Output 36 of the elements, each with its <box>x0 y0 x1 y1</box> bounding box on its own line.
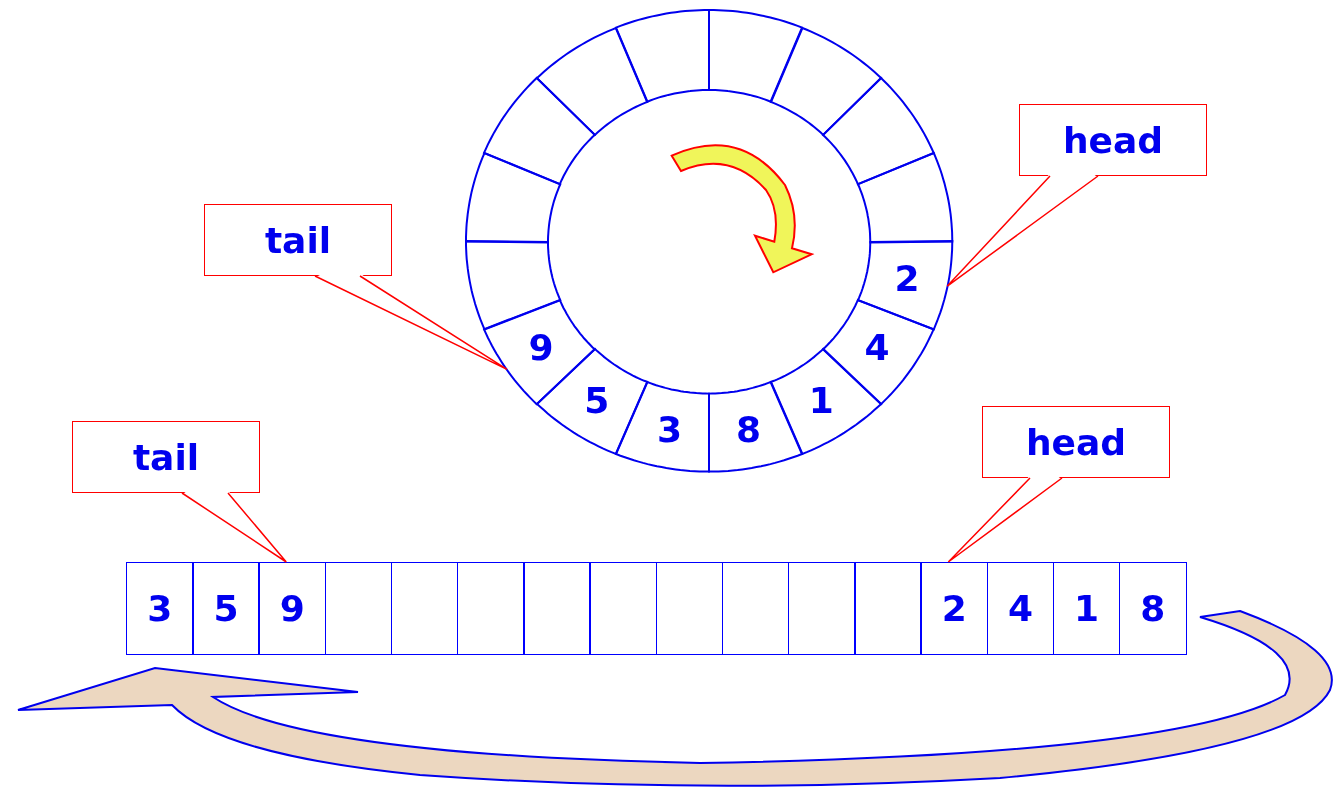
array-cell <box>523 562 591 655</box>
ring-slot <box>466 152 561 242</box>
array-cell <box>854 562 922 655</box>
callout-label: head <box>982 406 1170 478</box>
callout-label: tail <box>72 421 260 493</box>
ring-slot <box>616 10 709 102</box>
ring-slot <box>857 152 952 242</box>
callout-pointer <box>314 275 508 371</box>
ring-slot: 3 <box>616 382 709 472</box>
array-cell <box>721 562 790 655</box>
callout-pointer <box>946 175 1099 287</box>
array-cell <box>589 562 658 655</box>
callout-label: tail <box>204 204 392 276</box>
ring-slot <box>466 241 561 330</box>
callout-pointer <box>947 477 1063 563</box>
ring-slot <box>484 77 596 184</box>
array-cell: 4 <box>986 562 1055 655</box>
array-cell: 1 <box>1052 562 1121 655</box>
array-cell <box>655 562 724 655</box>
callout-label: head <box>1019 104 1207 176</box>
array-cell: 3 <box>126 562 194 655</box>
ring-slot: 8 <box>709 382 802 472</box>
ring-slot: 2 <box>857 241 952 330</box>
callout-pointer <box>181 492 288 563</box>
array-cell <box>457 562 525 655</box>
ring-slot <box>709 10 802 102</box>
array-cell: 2 <box>920 562 989 655</box>
array-cell: 8 <box>1119 562 1187 655</box>
array-cell: 5 <box>192 562 260 655</box>
array-cell <box>390 562 459 655</box>
array-cell <box>788 562 856 655</box>
array-cell <box>324 562 393 655</box>
ring-slot <box>770 27 881 135</box>
array-cell: 9 <box>258 562 327 655</box>
ring-slot <box>537 27 648 135</box>
ring-slot <box>822 77 934 184</box>
